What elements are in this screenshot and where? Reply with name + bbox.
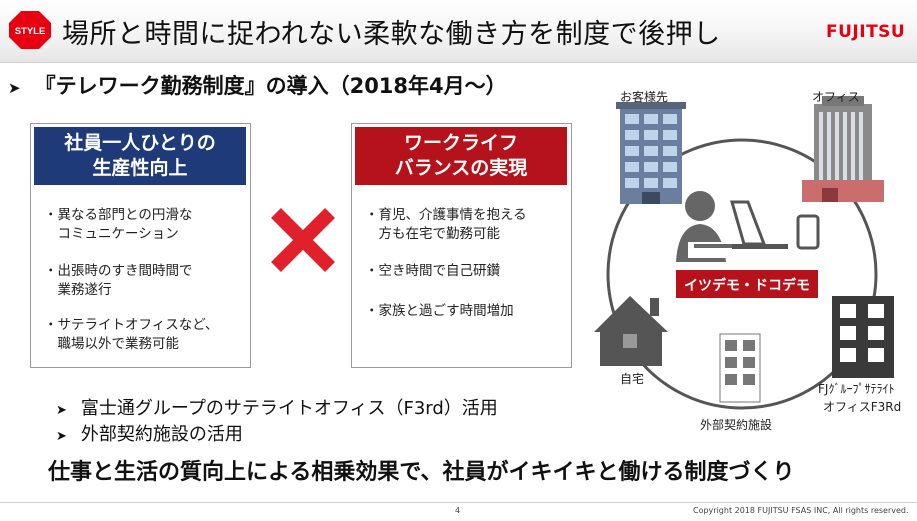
home-icon bbox=[594, 296, 668, 366]
work-life-item: ・育児、介護事情を抱える 方も在宅で勤務可能 bbox=[365, 207, 527, 242]
style-badge-text: STYLE bbox=[15, 26, 46, 37]
satellite-office-label-line2: オフィスF3Rd bbox=[823, 400, 902, 414]
satellite-office-building-icon bbox=[832, 296, 894, 378]
productivity-item: ・出張時のすき間時間で 業務遂行 bbox=[44, 263, 193, 298]
bullet-text: 富士通グループのサテライトオフィス（F3rd）活用 bbox=[80, 398, 498, 419]
productivity-item: ・異なる部門との円滑な コミュニケーション bbox=[44, 207, 193, 242]
section-heading-text: 『テレワーク勤務制度』の導入（2018年4月～） bbox=[34, 74, 507, 98]
telework-diagram: イツデモ・ドコデモ bbox=[594, 96, 894, 410]
work-life-box-title: ワークライフ バランスの実現 bbox=[355, 127, 567, 185]
productivity-box-title: 社員一人ひとりの 生産性向上 bbox=[34, 127, 246, 185]
copyright-text: Copyright 2018 FUJITSU FSAS INC, All rig… bbox=[693, 506, 909, 515]
laptop-icon bbox=[730, 200, 788, 249]
productivity-item: ・サテライトオフィスなど、 職場以外で業務可能 bbox=[44, 317, 219, 352]
home-label: 自宅 bbox=[620, 372, 645, 386]
anytime-anywhere-label bbox=[676, 270, 818, 298]
arrow-bullet-icon: ➤ bbox=[56, 403, 67, 418]
arrow-bullet-icon: ➤ bbox=[56, 429, 67, 444]
work-life-title-line2: バランスの実現 bbox=[394, 157, 528, 179]
bullet-text: 外部契約施設の活用 bbox=[80, 424, 243, 445]
customer-building-icon bbox=[616, 102, 686, 204]
page-number: 4 bbox=[455, 506, 461, 515]
external-facility-building-icon bbox=[719, 333, 761, 403]
bullet-item: ➤ 外部契約施設の活用 bbox=[56, 420, 243, 446]
style-badge: STYLE bbox=[9, 11, 51, 49]
cross-icon bbox=[271, 208, 335, 272]
work-life-item: ・空き時間で自己研鑽 bbox=[365, 263, 500, 279]
page-title: 場所と時間に捉われない柔軟な働き方を制度で後押し bbox=[62, 19, 721, 50]
section-heading: ➤ 『テレワーク勤務制度』の導入（2018年4月～） bbox=[8, 70, 507, 100]
worker-icon bbox=[676, 191, 788, 262]
arrow-bullet-icon: ➤ bbox=[8, 79, 21, 97]
bullet-item: ➤ 富士通グループのサテライトオフィス（F3rd）活用 bbox=[56, 394, 498, 420]
office-label: オフィス bbox=[812, 90, 860, 104]
work-life-title-line1: ワークライフ bbox=[403, 132, 518, 154]
fujitsu-logo: FUJITSU bbox=[826, 22, 906, 42]
smartphone-icon bbox=[796, 214, 820, 250]
work-life-item: ・家族と過ごす時間増加 bbox=[365, 303, 514, 319]
conclusion-text: 仕事と生活の質向上による相乗効果で、社員がイキイキと働ける制度づくり bbox=[48, 460, 795, 485]
productivity-title-line2: 生産性向上 bbox=[92, 157, 188, 179]
footer-divider bbox=[0, 502, 917, 503]
office-building-icon bbox=[802, 96, 884, 202]
productivity-title-line1: 社員一人ひとりの bbox=[64, 132, 216, 154]
header-bar bbox=[0, 0, 917, 63]
external-facility-label: 外部契約施設 bbox=[700, 418, 773, 432]
satellite-office-label-line1: FJｸﾞﾙｰﾌﾟｻﾃﾗｲﾄ bbox=[818, 382, 895, 396]
location-ring bbox=[606, 138, 878, 410]
anytime-anywhere-text: イツデモ・ドコデモ bbox=[684, 277, 810, 294]
customer-site-label: お客様先 bbox=[620, 90, 669, 104]
